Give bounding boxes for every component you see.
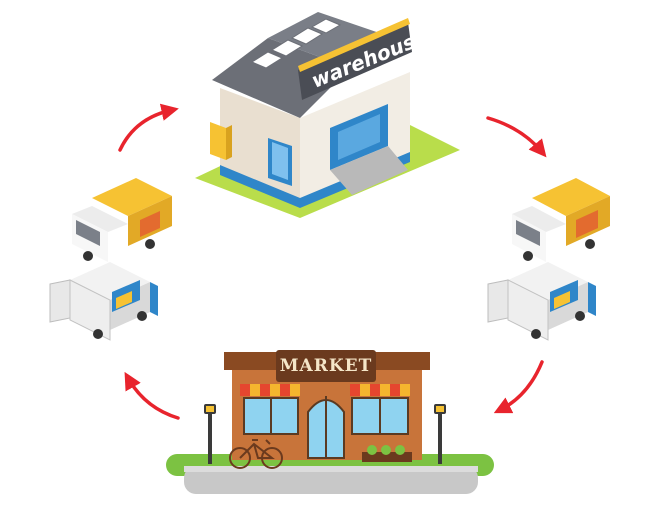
truck-icon <box>512 178 610 262</box>
arrow-icon <box>488 118 542 152</box>
market-sign-text: MARKET <box>280 356 373 376</box>
truck-icon <box>72 178 172 262</box>
awning-left <box>240 384 300 396</box>
arrow-icon <box>128 378 178 418</box>
market-building: MARKET <box>166 350 494 494</box>
warehouse-building: warehouse <box>195 12 460 218</box>
awning-right <box>350 384 410 396</box>
arrow-icon <box>120 110 172 150</box>
arrow-icon <box>500 362 542 410</box>
truck-icon <box>50 262 158 340</box>
truck-icon <box>488 262 596 340</box>
